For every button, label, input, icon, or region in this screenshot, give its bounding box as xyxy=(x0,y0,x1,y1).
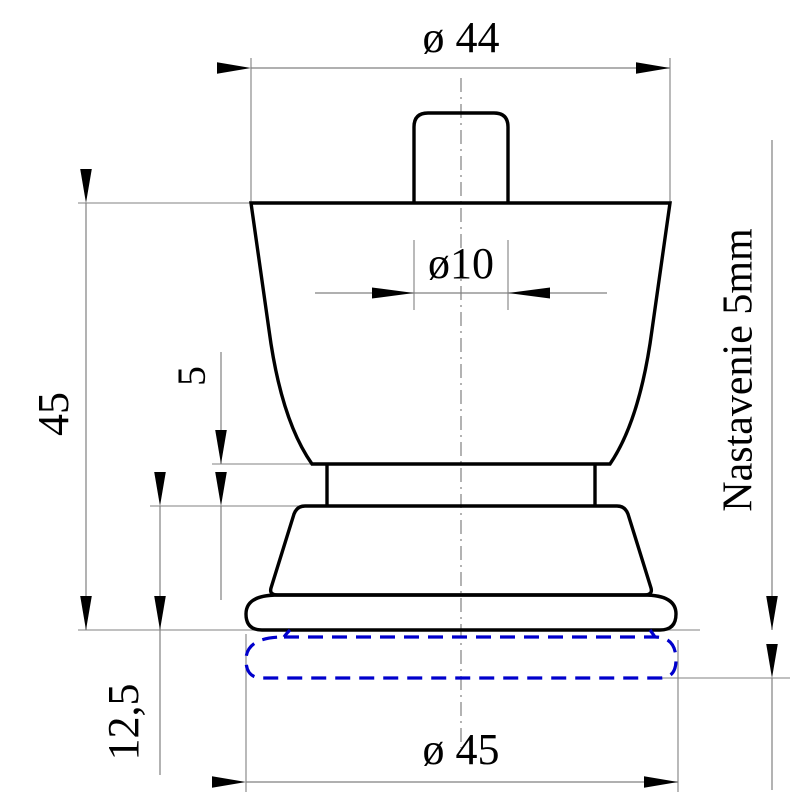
adjusted-flange-position xyxy=(244,628,678,680)
dim-bore-diameter: ø10 xyxy=(315,239,607,299)
flange-outline xyxy=(244,593,678,632)
bowl-outline xyxy=(249,201,672,466)
dim-label-bore-diameter: ø10 xyxy=(428,239,494,288)
dim-arrow-bore-right xyxy=(508,287,550,299)
dim-arrow-bore-left xyxy=(372,287,414,299)
extension-lines xyxy=(78,58,790,792)
stem-outline xyxy=(412,111,510,202)
note-adjustment: Nastavenie 5mm xyxy=(716,140,778,790)
note-label-adjustment: Nastavenie 5mm xyxy=(716,228,762,512)
dim-label-base-height: 12,5 xyxy=(99,684,148,761)
part-outline xyxy=(244,111,678,632)
dim-label-neck-height: 5 xyxy=(169,366,214,386)
dim-base-diameter: ø 45 xyxy=(212,725,678,788)
dim-label-top-diameter: ø 44 xyxy=(423,13,500,62)
dim-label-base-diameter: ø 45 xyxy=(423,725,500,774)
blue-flange-left-riser xyxy=(282,628,292,638)
dim-base-height: 12,5 xyxy=(99,472,166,775)
blue-flange-right-riser xyxy=(648,629,657,638)
neck-outline xyxy=(325,464,597,506)
dim-neck-height: 5 xyxy=(169,352,227,600)
dim-overall-height: 45 xyxy=(29,169,92,630)
blue-flange-outline xyxy=(244,635,678,680)
dim-top-diameter: ø 44 xyxy=(217,13,670,74)
dim-label-overall-height: 45 xyxy=(29,392,78,436)
